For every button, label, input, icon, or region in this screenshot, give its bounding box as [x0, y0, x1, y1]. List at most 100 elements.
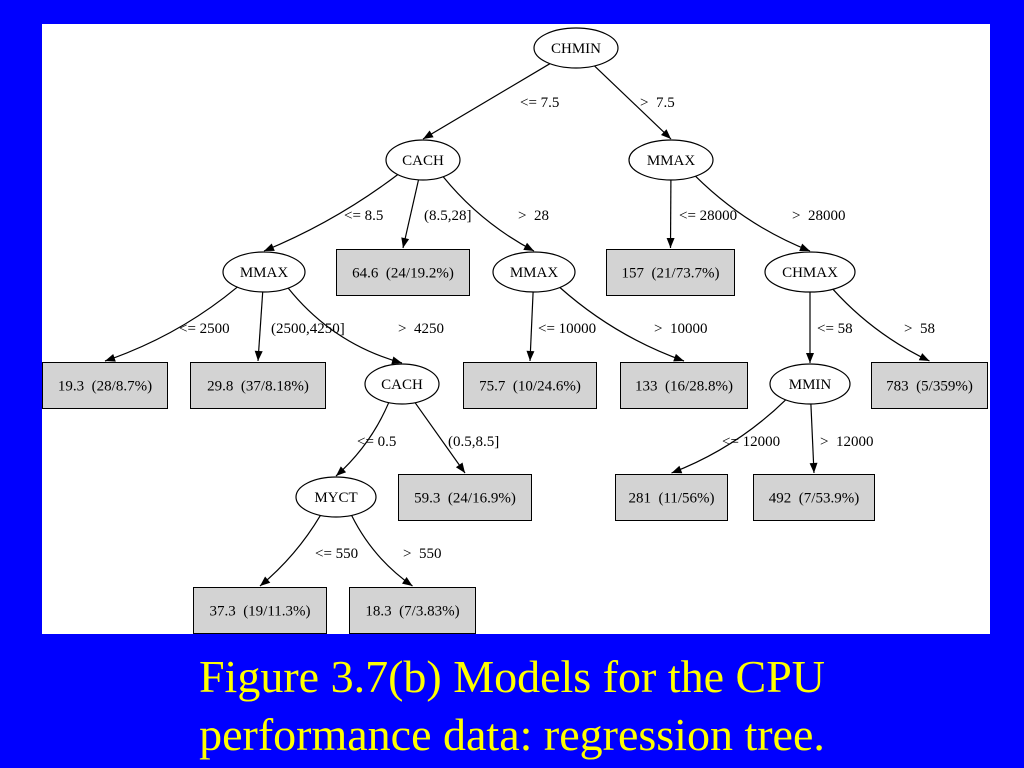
- node-label: MMAX: [240, 265, 289, 281]
- leaf-label: 492 (7/53.9%): [769, 491, 859, 507]
- diagram-panel: <= 7.5 > 7.5 <= 8.5 (8.5,28] > 28 <= 28000 > 2…: [42, 24, 990, 634]
- node-ellipse: [222, 251, 306, 293]
- tree-node-cach: CACH: [364, 363, 440, 405]
- node-label: CHMAX: [782, 265, 838, 281]
- node-label: MMAX: [647, 153, 696, 169]
- tree-edge: [832, 288, 930, 362]
- caption-line-2: performance data: regression tree.: [199, 709, 825, 760]
- node-label: CACH: [402, 153, 444, 169]
- caption-line-1: Figure 3.7(b) Models for the CPU: [198, 651, 826, 702]
- leaf-label: 783 (5/359%): [886, 379, 973, 395]
- tree-node-mmin: MMIN: [769, 363, 851, 405]
- tree-edge: [263, 174, 399, 252]
- tree-node-mmax: MMAX: [492, 251, 576, 293]
- node-label: MMIN: [789, 377, 832, 393]
- edge-label: > 7.5: [640, 95, 675, 111]
- node-label: CACH: [381, 377, 423, 393]
- tree-edge: [402, 179, 420, 249]
- edge-label: > 28000: [792, 208, 845, 224]
- node-label: CHMIN: [551, 41, 601, 57]
- edge-arrowhead: [260, 576, 271, 586]
- tree-edge: [695, 175, 811, 252]
- tree-edge: [104, 286, 238, 362]
- edge-arrowhead: [666, 238, 675, 248]
- edge-arrowhead: [423, 130, 434, 139]
- leaf-label: 37.3 (19/11.3%): [209, 604, 310, 620]
- tree-edge: [287, 287, 403, 364]
- node-ellipse: [533, 27, 619, 69]
- leaf-label: 18.3 (7/3.83%): [365, 604, 459, 620]
- leaf-box: [193, 587, 327, 634]
- edge-label: (0.5,8.5]: [448, 434, 499, 450]
- edge-label: (8.5,28]: [424, 208, 472, 224]
- edge-arrowhead: [402, 577, 413, 586]
- edge-label: > 10000: [654, 321, 707, 337]
- edge-label: <= 7.5: [520, 95, 559, 111]
- edge-arrowhead: [918, 353, 930, 361]
- tree-leaf: 133 (16/28.8%): [620, 362, 748, 409]
- edge-arrowhead: [671, 465, 683, 474]
- tree-edge: [529, 291, 534, 362]
- tree-leaf: 29.8 (37/8.18%): [190, 362, 326, 409]
- tree-leaf: 281 (11/56%): [615, 474, 728, 521]
- leaf-box: [753, 474, 875, 521]
- edge-arrowhead: [799, 243, 810, 251]
- tree-edge: [671, 399, 787, 474]
- edges-layer: <= 7.5 > 7.5 <= 8.5 (8.5,28] > 28 <= 28000 > 2…: [104, 63, 935, 587]
- edge-label: <= 8.5: [344, 208, 383, 224]
- tree-edge: [559, 287, 685, 362]
- leaf-box: [871, 362, 988, 409]
- tree-node-mmax: MMAX: [628, 139, 714, 181]
- edge-arrowhead: [526, 350, 535, 361]
- leaf-box: [606, 249, 735, 296]
- leaf-box: [463, 362, 597, 409]
- edge-label: <= 550: [315, 546, 358, 562]
- tree-edge: [810, 403, 815, 474]
- leaf-label: 75.7 (10/24.6%): [479, 379, 581, 395]
- node-ellipse: [764, 251, 856, 293]
- leaf-label: 19.3 (28/8.7%): [58, 379, 152, 395]
- edge-arrowhead: [105, 354, 116, 362]
- edge-arrowhead: [523, 242, 534, 251]
- tree-node-myct: MYCT: [295, 476, 377, 518]
- tree-leaf: 492 (7/53.9%): [753, 474, 875, 521]
- edge-label: (2500,4250]: [271, 321, 345, 337]
- tree-node-mmax: MMAX: [222, 251, 306, 293]
- edge-label: > 12000: [820, 434, 873, 450]
- node-ellipse: [385, 139, 461, 181]
- leaf-box: [398, 474, 532, 521]
- tree-leaf: 18.3 (7/3.83%): [349, 587, 476, 634]
- tree-edge: [594, 65, 672, 140]
- edge-arrowhead: [673, 353, 684, 362]
- edge-arrowhead: [254, 350, 263, 361]
- edge-arrowhead: [806, 353, 814, 363]
- edge-label: <= 58: [817, 321, 853, 337]
- edge-arrowhead: [809, 462, 818, 473]
- edge-label: > 28: [518, 208, 549, 224]
- tree-node-chmax: CHMAX: [764, 251, 856, 293]
- leaf-box: [190, 362, 326, 409]
- edge-arrowhead: [455, 462, 465, 473]
- node-ellipse: [295, 476, 377, 518]
- tree-edge: [257, 291, 264, 362]
- edge-label: > 4250: [398, 321, 444, 337]
- tree-leaf: 59.3 (24/16.9%): [398, 474, 532, 521]
- node-ellipse: [364, 363, 440, 405]
- edge-label: <= 28000: [679, 208, 737, 224]
- node-ellipse: [628, 139, 714, 181]
- tree-leaf: 75.7 (10/24.6%): [463, 362, 597, 409]
- tree-node-chmin: CHMIN: [533, 27, 619, 69]
- edge-arrowhead: [336, 466, 347, 476]
- edge-arrowhead: [391, 356, 402, 365]
- node-label: MMAX: [510, 265, 559, 281]
- tree-leaf: 37.3 (19/11.3%): [193, 587, 327, 634]
- figure-caption: Figure 3.7(b) Models for the CPU perform…: [0, 648, 1024, 764]
- edge-arrowhead: [264, 243, 275, 251]
- leaf-label: 157 (21/73.7%): [622, 266, 720, 282]
- leaf-label: 133 (16/28.8%): [635, 379, 733, 395]
- edge-label: > 550: [403, 546, 441, 562]
- tree-edge: [442, 176, 535, 252]
- tree-edge: [259, 515, 321, 587]
- leaf-box: [42, 362, 168, 409]
